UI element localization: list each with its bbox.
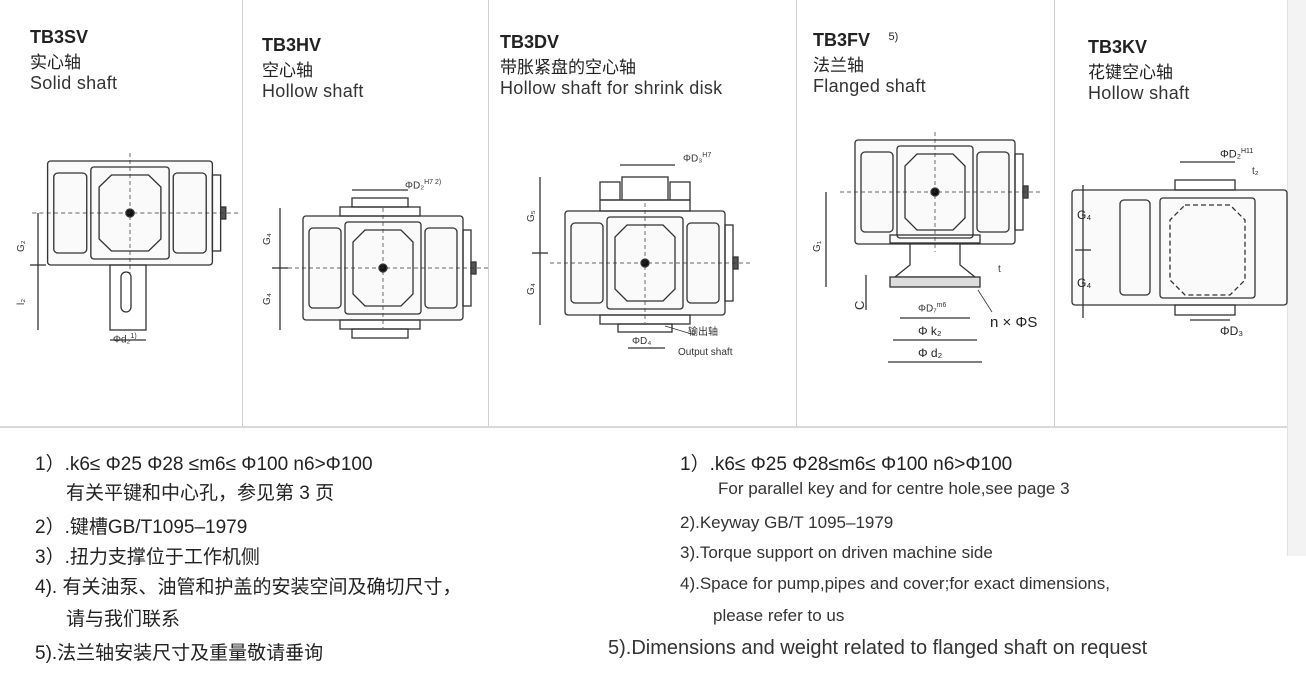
note-en: 1）.k6≤ Φ25 Φ28≤m6≤ Φ100 n6>Φ100 (680, 454, 1013, 475)
dim-label: Φ d₂ (918, 346, 943, 360)
model-code: TB3SV (30, 27, 89, 47)
note-cn: 2）.键槽GB/T1095–1979 (35, 517, 248, 538)
dim-label: ΦD₄ (632, 336, 652, 347)
footnote-ref: 5) (888, 30, 899, 43)
shaft-type-cn: 空心轴 (262, 61, 313, 80)
dim-label: G₂ (16, 240, 27, 252)
tb3dv-drawing (532, 164, 751, 349)
dim-label: t (998, 264, 1001, 275)
model-code: TB3FV (813, 30, 871, 50)
tb3kv-drawing (1071, 161, 1288, 321)
dim-label: ΦD₇m6 (918, 302, 947, 315)
shaft-type-en: Flanged shaft (813, 76, 926, 96)
note-cn: 5).法兰轴安装尺寸及重量敬请垂询 (35, 643, 324, 664)
panel-divider (1054, 0, 1055, 426)
dim-label: Φd₂1) (113, 333, 137, 346)
section-divider (0, 426, 1290, 428)
note-en: please refer to us (713, 606, 845, 625)
note-cn: 3）.扭力支撑位于工作机侧 (35, 547, 260, 568)
output-shaft-label-en: Output shaft (678, 347, 733, 358)
shaft-type-cn: 实心轴 (30, 53, 81, 72)
model-code: TB3KV (1088, 37, 1148, 57)
dim-label: ΦD₂H11 (1220, 148, 1254, 161)
panel-tb3fv: TB3FV 5) 法兰轴 Flanged shaft (813, 30, 926, 97)
dim-label: G₄ (262, 293, 273, 305)
dim-label: Φ k₂ (918, 324, 942, 338)
shaft-type-cn: 花键空心轴 (1088, 63, 1173, 82)
note-en: 3).Torque support on driven machine side (680, 543, 993, 562)
note-en: For parallel key and for centre hole,see… (718, 479, 1070, 498)
dim-label: t₂ (1252, 166, 1259, 177)
note-en: 4).Space for pump,pipes and cover;for ex… (680, 574, 1110, 593)
dim-label: ΦD₃ (1220, 324, 1244, 338)
note-cn: 有关平键和中心孔，参见第 3 页 (66, 483, 335, 504)
shaft-type-en: Solid shaft (30, 73, 118, 93)
note-cn: 1）.k6≤ Φ25 Φ28 ≤m6≤ Φ100 n6>Φ100 (35, 454, 373, 475)
dim-label: ΦD₂H7 2) (405, 179, 442, 192)
dim-label: G₄ (1077, 276, 1092, 290)
panel-tb3sv: TB3SV 实心轴 Solid shaft (30, 27, 117, 94)
panel-divider (242, 0, 243, 426)
note-cn: 请与我们联系 (66, 609, 181, 630)
panel-tb3dv: TB3DV 带胀紧盘的空心轴 Hollow shaft for shrink d… (500, 32, 722, 99)
model-code: TB3DV (500, 32, 560, 52)
dim-label: G₅ (526, 210, 537, 222)
panel-tb3hv: TB3HV 空心轴 Hollow shaft (262, 35, 364, 102)
note-en: 2).Keyway GB/T 1095–1979 (680, 513, 894, 532)
dim-label: n × ΦS (990, 314, 1038, 331)
shaft-type-en: Hollow shaft for shrink disk (500, 78, 723, 98)
shaft-type-en: Hollow shaft (1088, 83, 1190, 103)
shaft-type-cn: 带胀紧盘的空心轴 (500, 58, 636, 77)
shaft-type-en: Hollow shaft (262, 81, 364, 101)
panel-divider (796, 0, 797, 426)
gearbox-drawings (30, 131, 1288, 363)
dim-label: l₂ (16, 298, 27, 305)
dim-label: ΦD₃H7 (683, 152, 712, 165)
dim-label: G₄ (262, 233, 273, 245)
dim-label: G₄ (526, 283, 537, 295)
model-code: TB3HV (262, 35, 322, 55)
shaft-type-cn: 法兰轴 (813, 56, 864, 75)
output-shaft-label-cn: 输出轴 (688, 327, 718, 338)
tb3hv-drawing (272, 189, 489, 339)
note-en: 5).Dimensions and weight related to flan… (608, 637, 1148, 659)
note-cn: 4). 有关油泵、油管和护盖的安装空间及确切尺寸， (35, 577, 462, 598)
dim-label: C (852, 300, 867, 310)
panel-tb3kv: TB3KV 花键空心轴 Hollow shaft (1088, 37, 1190, 104)
tb3sv-drawing (30, 152, 239, 341)
dim-label: G₁ (812, 240, 823, 252)
panel-divider (488, 0, 489, 426)
tb3fv-drawing (825, 131, 1041, 363)
dim-label: G₄ (1077, 208, 1092, 222)
